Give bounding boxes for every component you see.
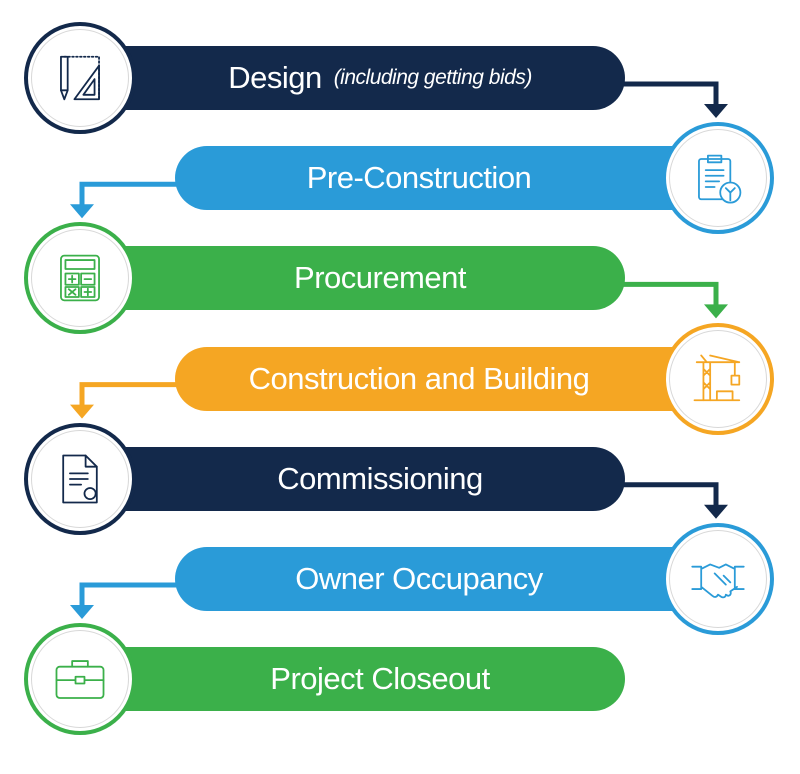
step-label: Commissioning [277,460,483,496]
arrow-head-icon [70,605,94,619]
step-label: Design [228,60,322,95]
inner-ring [669,329,767,428]
step-icon-circle [662,322,774,435]
step-bar-6: Owner Occupancy [175,547,718,611]
inner-ring [669,129,767,228]
inner-ring [31,429,129,528]
inner-ring [669,530,767,628]
step-icon-circle [24,422,136,535]
arrow-head-icon [704,304,728,319]
pencil-triangle-icon [60,55,100,101]
step-label: Project Closeout [270,661,490,697]
calculator-icon [60,255,100,302]
clipboard-clock-icon [698,154,742,204]
crane-icon [693,354,741,401]
step-label: Construction and Building [248,360,590,396]
arrow-head-icon [704,104,728,118]
step-bar-1: Design (including getting bids) [80,46,625,110]
arrow-head-icon [70,204,94,219]
step-bar-2: Pre-Construction [175,146,718,211]
inner-ring [31,229,129,328]
step-label: Procurement [294,260,466,296]
connector-line [600,281,719,307]
step-icon-circle [24,623,136,736]
step-bar-4: Construction and Building [175,346,718,411]
connector-line [79,181,200,207]
arrow-head-icon [704,504,728,519]
connector-line [600,482,719,507]
step-sublabel: (including getting bids) [333,66,533,89]
connector-line [79,582,200,607]
step-icon-circle [662,523,774,635]
step-bar-5: Commissioning [80,446,625,511]
document-seal-icon [62,454,98,504]
step-bar-7: Project Closeout [80,647,625,712]
step-bar-3: Procurement [80,246,625,311]
inner-ring [31,29,129,127]
step-icon-circle [24,22,136,134]
step-icon-circle [24,222,136,335]
inner-ring [31,630,129,729]
step-label: Owner Occupancy [295,561,543,596]
step-icon-circle [662,122,774,235]
briefcase-icon [55,660,105,700]
connector-line [600,81,719,106]
step-label: Pre-Construction [306,160,532,196]
handshake-icon [691,563,745,599]
arrow-head-icon [70,404,94,419]
connector-line [79,382,200,407]
